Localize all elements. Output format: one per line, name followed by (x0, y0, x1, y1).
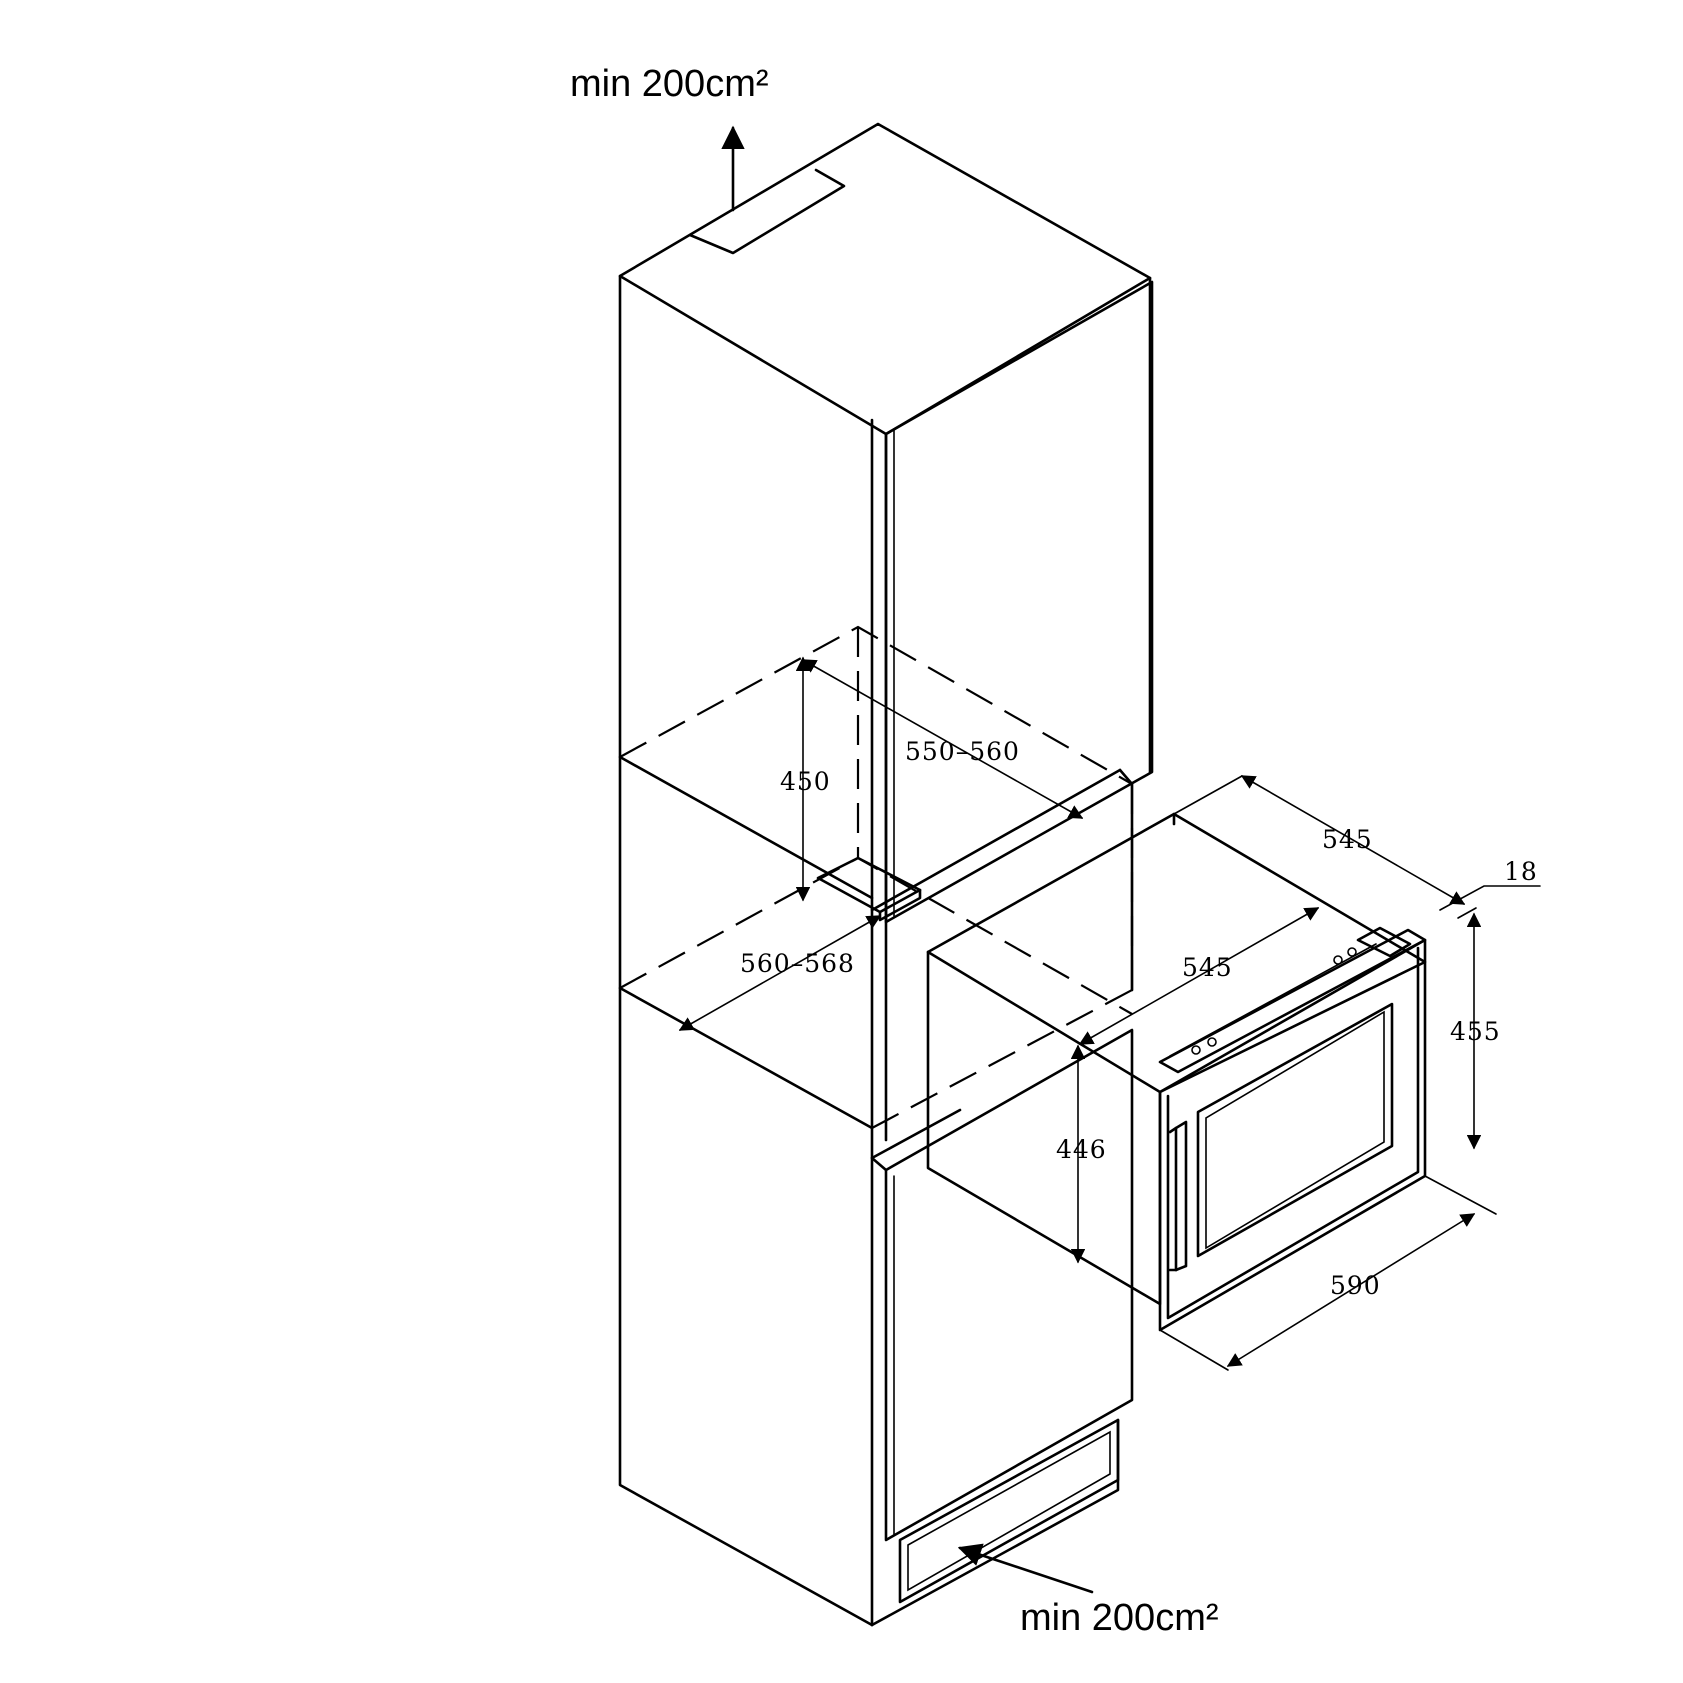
niche-height-dim: 450 (780, 656, 831, 902)
door-handle (1174, 1120, 1188, 1272)
appliance-width-dim: 545 (1078, 907, 1320, 1045)
bottom-vent-label: min 200cm² (1020, 1597, 1219, 1639)
appliance-door (1158, 938, 1427, 1332)
plinth-vent-grille (898, 1418, 1120, 1604)
front-height-dim: 455 (1424, 912, 1501, 1215)
bottom-vent-callout: min 200cm² (957, 1543, 1219, 1639)
control-button-icon (1191, 1045, 1201, 1055)
door-thickness-label: 18 (1504, 857, 1538, 886)
appliance-depth-label: 545 (1322, 825, 1373, 854)
control-button-icon (1347, 947, 1357, 957)
appliance-height-label: 446 (1056, 1135, 1107, 1164)
front-width-label: 590 (1330, 1271, 1381, 1300)
top-vent-label: min 200cm² (570, 63, 769, 105)
arrow-left-icon (957, 1543, 1094, 1594)
cabinet-left-side (618, 274, 874, 1627)
cabinet-top-vent-notch (688, 168, 846, 255)
control-button-icon (1333, 955, 1343, 965)
control-button-icon (1207, 1037, 1217, 1047)
top-vent-callout: min 200cm² (570, 63, 769, 212)
door-thickness-dim: 18 (1439, 857, 1541, 919)
appliance-side-face (926, 950, 1162, 1306)
door-window (1196, 1002, 1394, 1258)
niche-depth-dim: 550–560 (801, 659, 1084, 819)
niche-bottom-shelf (618, 986, 874, 1130)
niche-width-dim: 560–568 (678, 915, 882, 1031)
niche-top-shelf (618, 755, 874, 900)
front-width-dim: 590 (1159, 1213, 1476, 1371)
appliance-height-dim: 446 (1056, 1044, 1107, 1264)
built-in-appliance (926, 812, 1427, 1332)
niche-depth-label: 550–560 (905, 737, 1020, 766)
appliance-width-label: 545 (1182, 953, 1233, 982)
niche-width-label: 560–568 (740, 949, 855, 978)
front-height-label: 455 (1450, 1017, 1501, 1046)
appliance-depth-dim: 545 (1173, 775, 1466, 905)
niche-height-label: 450 (780, 767, 831, 796)
tall-cabinet (618, 122, 1154, 1627)
lower-door (884, 1028, 1134, 1542)
cabinet-top-face (618, 122, 1152, 436)
